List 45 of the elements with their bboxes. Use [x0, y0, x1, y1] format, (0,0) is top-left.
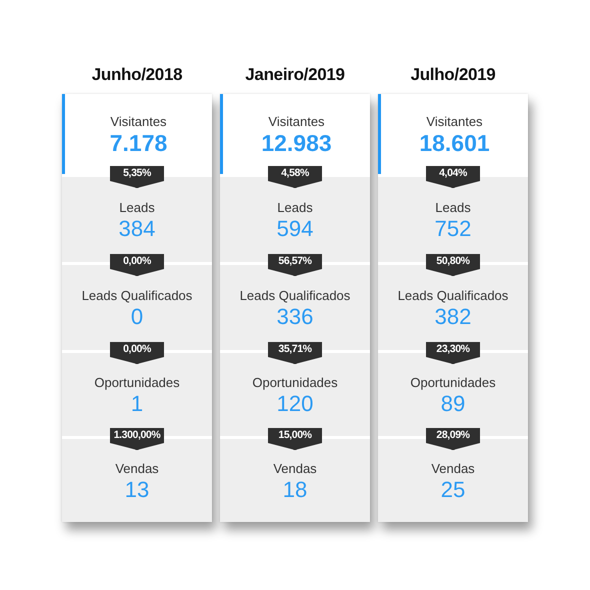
stage-count: 12.983 — [261, 131, 332, 155]
column-heading: Junho/2018 — [90, 64, 184, 86]
conversion-rate: 0,00% — [123, 342, 151, 357]
stage-name: Leads — [435, 198, 471, 216]
stage-count: 89 — [440, 392, 466, 416]
stage-name: Visitantes — [268, 113, 325, 131]
stage-count: 336 — [276, 304, 314, 328]
conversion-rate: 28,09% — [436, 428, 470, 443]
stage-name: Leads — [277, 198, 313, 216]
column-heading: Julho/2019 — [410, 64, 496, 86]
stage-count: 18.601 — [419, 131, 490, 155]
stage-name: Vendas — [273, 460, 317, 478]
stage-name: Vendas — [431, 460, 475, 478]
conversion-rate: 5,35% — [123, 166, 151, 181]
stage-count: 594 — [276, 216, 314, 240]
stage-name: Leads — [119, 198, 155, 216]
stage-count: 25 — [440, 478, 466, 502]
stage-count: 120 — [276, 392, 314, 416]
stage-count: 384 — [118, 216, 156, 240]
stage-count: 7.178 — [110, 131, 168, 155]
stage-name: Visitantes — [110, 113, 167, 131]
stage-name: Oportunidades — [94, 374, 180, 392]
conversion-rate: 0,00% — [123, 254, 151, 269]
stage-count: 0 — [130, 304, 144, 328]
stage-count: 13 — [124, 478, 150, 502]
stage-count: 1 — [130, 392, 144, 416]
stage-count: 382 — [434, 304, 472, 328]
stage-name: Leads Qualificados — [82, 286, 192, 304]
stage-count: 752 — [434, 216, 472, 240]
conversion-rate: 35,71% — [278, 342, 312, 357]
conversion-rate: 1.300,00% — [114, 428, 160, 443]
stage-name: Vendas — [115, 460, 159, 478]
conversion-rate: 23,30% — [436, 342, 470, 357]
conversion-rate: 50,80% — [436, 254, 470, 269]
conversion-rate: 56,57% — [278, 254, 312, 269]
stage-name: Oportunidades — [252, 374, 338, 392]
column-heading: Janeiro/2019 — [244, 64, 346, 86]
conversion-rate: 15,00% — [278, 428, 312, 443]
stage-name: Visitantes — [426, 113, 483, 131]
conversion-rate: 4,58% — [281, 166, 309, 181]
conversion-rate: 4,04% — [439, 166, 467, 181]
stage-name: Leads Qualificados — [398, 286, 508, 304]
stage-name: Leads Qualificados — [240, 286, 350, 304]
stage-name: Oportunidades — [410, 374, 496, 392]
stage-count: 18 — [282, 478, 308, 502]
